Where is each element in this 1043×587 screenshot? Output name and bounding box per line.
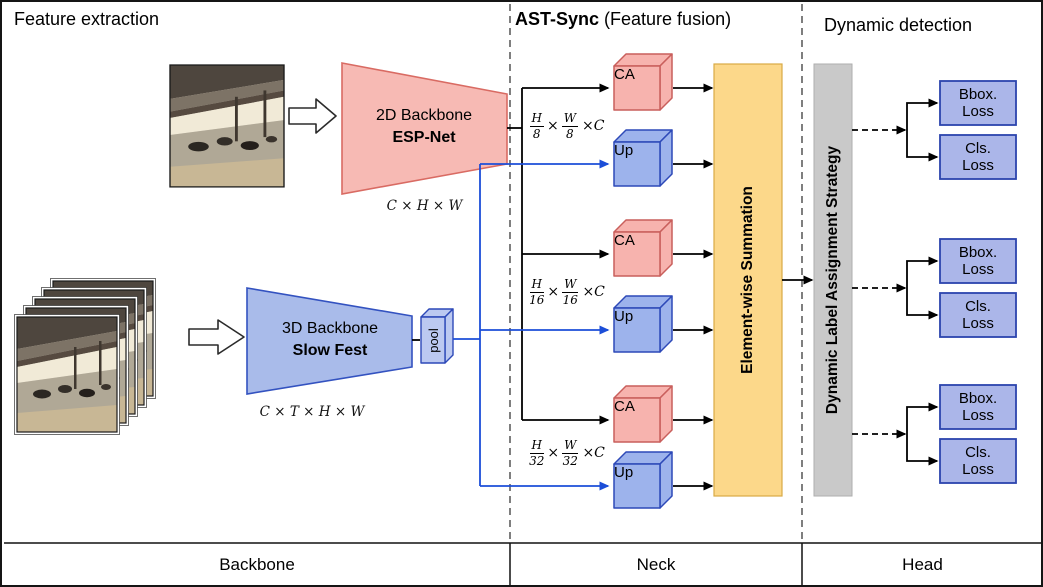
ast-sync-title-bold: AST-Sync bbox=[515, 9, 600, 29]
backbone-3d-trapezoid bbox=[246, 287, 413, 395]
bbox-loss-label-3: Bbox.Loss bbox=[958, 389, 998, 424]
cls-loss-label-3: Cls.Loss bbox=[962, 443, 994, 478]
backbone-3d-dims: C × T × H × W bbox=[259, 404, 365, 420]
pool-box bbox=[420, 308, 454, 364]
bbox-loss-box-3 bbox=[939, 384, 1017, 430]
bbox-loss-box-1 bbox=[939, 80, 1017, 126]
up-label-1: Up bbox=[614, 142, 634, 159]
strategy-label-wrap: Dynamic Label Assignment Strategy bbox=[814, 64, 852, 496]
footer-neck: Neck bbox=[636, 555, 676, 574]
cls-loss-label-2: Cls.Loss bbox=[962, 297, 994, 332]
strategy-box bbox=[813, 63, 853, 497]
bbox-loss-label-2: Bbox.Loss bbox=[958, 243, 998, 278]
pool-label-wrap: pool bbox=[421, 317, 445, 363]
summation-box bbox=[713, 63, 783, 497]
cls-loss-box-2 bbox=[939, 292, 1017, 338]
video-frames-stack bbox=[14, 278, 156, 435]
up-box-1 bbox=[613, 129, 673, 187]
footer-head: Head bbox=[902, 555, 943, 574]
summation-label: Element-wise Summation bbox=[739, 186, 757, 374]
flow-arrow-2d bbox=[288, 98, 337, 134]
up-box-3 bbox=[613, 451, 673, 509]
ast-sync-title: AST-Sync (Feature fusion) bbox=[515, 9, 731, 30]
summation-label-wrap: Element-wise Summation bbox=[714, 64, 782, 496]
up-label-3: Up bbox=[614, 464, 634, 481]
feature-extraction-title: Feature extraction bbox=[14, 9, 160, 29]
backbone-2d-dims: C × H × W bbox=[386, 198, 463, 214]
backbone-2d-label: 2D Backbone ESP-Net bbox=[344, 105, 504, 150]
cls-loss-box-1 bbox=[939, 134, 1017, 180]
bbox-loss-box-2 bbox=[939, 238, 1017, 284]
bbox-loss-label-1: Bbox.Loss bbox=[958, 85, 998, 120]
backbone-2d-model: ESP-Net bbox=[392, 129, 456, 147]
connector-strategy-to-losses bbox=[852, 98, 939, 466]
ca-label-3: CA bbox=[614, 398, 635, 415]
pool-label: pool bbox=[425, 327, 441, 353]
up-label-2: Up bbox=[614, 308, 634, 325]
connector-2d-branches bbox=[507, 83, 610, 425]
ca-box-2 bbox=[613, 219, 673, 277]
up-box-2 bbox=[613, 295, 673, 353]
flow-arrow-3d bbox=[188, 319, 245, 355]
backbone-2d-name: 2D Backbone bbox=[375, 107, 473, 124]
input-image bbox=[169, 64, 285, 188]
ca-label-1: CA bbox=[614, 66, 635, 83]
backbone-3d-name: 3D Backbone bbox=[281, 320, 379, 337]
connector-to-summation bbox=[673, 83, 714, 491]
ca-label-2: CA bbox=[614, 232, 635, 249]
ast-sync-subtitle: (Feature fusion) bbox=[599, 9, 732, 29]
footer-backbone: Backbone bbox=[219, 555, 295, 574]
ca-box-1 bbox=[613, 53, 673, 111]
cls-loss-label-1: Cls.Loss bbox=[962, 139, 994, 174]
cls-loss-box-3 bbox=[939, 438, 1017, 484]
strategy-label: Dynamic Label Assignment Strategy bbox=[824, 145, 842, 415]
connector-pool-branches bbox=[453, 159, 610, 491]
backbone-3d-label: 3D Backbone Slow Fest bbox=[254, 318, 406, 363]
ca-box-3 bbox=[613, 385, 673, 443]
backbone-3d-model: Slow Fest bbox=[292, 342, 368, 360]
dynamic-detection-title: Dynamic detection bbox=[824, 15, 973, 35]
